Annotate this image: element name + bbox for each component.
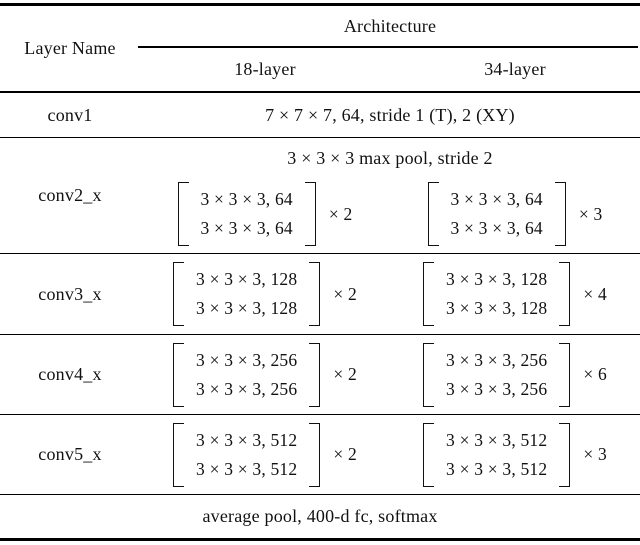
matrix-block: 3 × 3 × 3, 64 3 × 3 × 3, 64 × 3 — [427, 182, 603, 246]
matrix-lines: 3 × 3 × 3, 512 3 × 3 × 3, 512 — [434, 426, 559, 484]
header-layer-name: Layer Name — [24, 38, 116, 58]
block-multiplier: × 3 — [583, 444, 607, 464]
block-multiplier: × 2 — [333, 444, 357, 464]
matrix-block: 3 × 3 × 3, 256 3 × 3 × 3, 256 × 2 — [173, 342, 357, 407]
row-conv1-spec: 7 × 7 × 7, 64, stride 1 (T), 2 (XY) — [265, 104, 515, 125]
matrix-line: 3 × 3 × 3, 256 — [196, 378, 298, 399]
matrix-block: 3 × 3 × 3, 512 3 × 3 × 3, 512 × 2 — [173, 422, 357, 487]
architecture-mid-rule — [138, 46, 638, 48]
matrix-bracket-right-icon — [559, 262, 571, 326]
row-conv3-block-34layer: 3 × 3 × 3, 128 3 × 3 × 3, 128 × 4 — [390, 254, 640, 334]
matrix-block: 3 × 3 × 3, 128 3 × 3 × 3, 128 × 4 — [423, 262, 607, 326]
header-bottom-rule — [0, 91, 640, 93]
rule-after-conv1 — [0, 137, 640, 139]
table-top-rule — [0, 3, 640, 6]
matrix-lines: 3 × 3 × 3, 256 3 × 3 × 3, 256 — [434, 346, 559, 404]
block-multiplier: × 2 — [333, 364, 357, 384]
matrix-lines: 3 × 3 × 3, 128 3 × 3 × 3, 128 — [434, 265, 559, 323]
row-conv2-block-34layer: 3 × 3 × 3, 64 3 × 3 × 3, 64 × 3 — [390, 175, 640, 253]
row-conv2-maxpool: 3 × 3 × 3 max pool, stride 2 — [287, 147, 493, 168]
matrix-line: 3 × 3 × 3, 128 — [446, 269, 548, 289]
matrix-block: 3 × 3 × 3, 64 3 × 3 × 3, 64 × 2 — [177, 182, 353, 246]
matrix-block: 3 × 3 × 3, 256 3 × 3 × 3, 256 × 6 — [423, 342, 607, 407]
row-footer-avgpool: average pool, 400-d fc, softmax — [202, 506, 438, 526]
matrix-bracket-right-icon — [309, 422, 321, 487]
matrix-line: 3 × 3 × 3, 512 — [196, 458, 298, 479]
rule-after-conv5 — [0, 494, 640, 496]
matrix-bracket-left-icon — [423, 342, 435, 407]
table-bottom-rule — [0, 538, 640, 541]
matrix-block: 3 × 3 × 3, 128 3 × 3 × 3, 128 × 2 — [173, 262, 357, 326]
matrix-bracket-left-icon — [173, 262, 185, 326]
block-multiplier: × 2 — [328, 203, 353, 224]
matrix-line: 3 × 3 × 3, 512 — [446, 429, 548, 450]
row-conv4-block-34layer: 3 × 3 × 3, 256 3 × 3 × 3, 256 × 6 — [390, 335, 640, 414]
row-conv4-block-18layer: 3 × 3 × 3, 256 3 × 3 × 3, 256 × 2 — [140, 335, 390, 414]
matrix-line: 3 × 3 × 3, 64 — [450, 189, 543, 209]
matrix-bracket-left-icon — [177, 182, 189, 246]
matrix-bracket-right-icon — [559, 422, 571, 487]
matrix-line: 3 × 3 × 3, 256 — [196, 349, 298, 370]
matrix-bracket-right-icon — [554, 182, 566, 246]
matrix-line: 3 × 3 × 3, 64 — [200, 189, 293, 209]
row-conv1-name: conv1 — [47, 104, 93, 125]
header-34-layer: 34-layer — [484, 58, 546, 79]
matrix-line: 3 × 3 × 3, 128 — [196, 298, 298, 318]
matrix-line: 3 × 3 × 3, 128 — [196, 269, 298, 289]
row-conv5-block-18layer: 3 × 3 × 3, 512 3 × 3 × 3, 512 × 2 — [140, 415, 390, 494]
matrix-line: 3 × 3 × 3, 64 — [200, 218, 293, 238]
header-18-layer: 18-layer — [234, 58, 296, 79]
matrix-line: 3 × 3 × 3, 512 — [446, 458, 548, 479]
row-conv5-name: conv5_x — [38, 444, 102, 464]
matrix-lines: 3 × 3 × 3, 256 3 × 3 × 3, 256 — [184, 346, 309, 404]
matrix-bracket-left-icon — [173, 342, 185, 407]
matrix-lines: 3 × 3 × 3, 512 3 × 3 × 3, 512 — [184, 426, 309, 484]
matrix-bracket-left-icon — [173, 422, 185, 487]
matrix-line: 3 × 3 × 3, 256 — [446, 378, 548, 399]
matrix-bracket-left-icon — [427, 182, 439, 246]
matrix-line: 3 × 3 × 3, 128 — [446, 298, 548, 318]
header-architecture: Architecture — [343, 15, 437, 36]
row-conv2-name: conv2_x — [38, 185, 102, 205]
row-conv3-name: conv3_x — [38, 283, 102, 304]
matrix-line: 3 × 3 × 3, 256 — [446, 349, 548, 370]
block-multiplier: × 3 — [578, 203, 603, 224]
matrix-bracket-right-icon — [559, 342, 571, 407]
matrix-bracket-left-icon — [423, 422, 435, 487]
block-multiplier: × 2 — [333, 283, 357, 304]
matrix-lines: 3 × 3 × 3, 64 3 × 3 × 3, 64 — [439, 185, 555, 243]
block-multiplier: × 4 — [583, 283, 607, 304]
row-conv5-block-34layer: 3 × 3 × 3, 512 3 × 3 × 3, 512 × 3 — [390, 415, 640, 494]
matrix-line: 3 × 3 × 3, 512 — [196, 429, 298, 450]
matrix-bracket-right-icon — [309, 262, 321, 326]
matrix-line: 3 × 3 × 3, 64 — [450, 218, 543, 238]
matrix-lines: 3 × 3 × 3, 128 3 × 3 × 3, 128 — [184, 265, 309, 323]
rule-after-conv3 — [0, 334, 640, 336]
row-conv4-name: conv4_x — [38, 364, 102, 384]
matrix-bracket-left-icon — [423, 262, 435, 326]
matrix-lines: 3 × 3 × 3, 64 3 × 3 × 3, 64 — [189, 185, 305, 243]
block-multiplier: × 6 — [583, 364, 607, 384]
rule-after-conv4 — [0, 414, 640, 416]
row-conv2-block-18layer: 3 × 3 × 3, 64 3 × 3 × 3, 64 × 2 — [140, 175, 390, 253]
matrix-bracket-right-icon — [304, 182, 316, 246]
rule-after-conv2 — [0, 253, 640, 255]
matrix-bracket-right-icon — [309, 342, 321, 407]
matrix-block: 3 × 3 × 3, 512 3 × 3 × 3, 512 × 3 — [423, 422, 607, 487]
row-conv3-block-18layer: 3 × 3 × 3, 128 3 × 3 × 3, 128 × 2 — [140, 254, 390, 334]
